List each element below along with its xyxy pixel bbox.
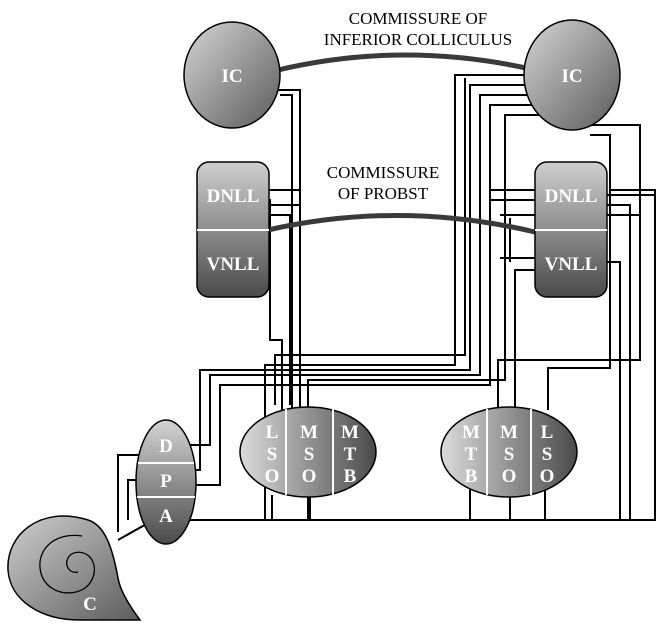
wire-right-mso-ll bbox=[514, 269, 535, 410]
right-mtb-label: M T B bbox=[462, 422, 480, 487]
cn-posteroventral-label: P bbox=[160, 471, 172, 492]
cn-anteroventral-label: A bbox=[159, 506, 173, 527]
wire-right-mso-up bbox=[497, 124, 641, 410]
cochlea: C bbox=[7, 515, 142, 621]
left-mtb-label: M T B bbox=[341, 422, 359, 487]
right-mso-label: M S O bbox=[500, 422, 518, 487]
wire-cn-ventral-bottom bbox=[186, 189, 656, 521]
wire-cn-to-right-dnll bbox=[605, 204, 631, 520]
connection-wires bbox=[117, 74, 656, 541]
wire-cn-d-up bbox=[186, 94, 535, 446]
wire-cn-to-right-vnll bbox=[605, 261, 621, 520]
left-superior-olivary-complex: L S O M S O M T B bbox=[239, 406, 377, 498]
wire-cn-p-up bbox=[190, 104, 535, 486]
svg-text:L: L bbox=[541, 422, 554, 443]
cochlea-label: C bbox=[83, 594, 97, 615]
wire-cn-p-2 bbox=[188, 84, 540, 471]
left-mso-label: M S O bbox=[300, 422, 318, 487]
svg-text:S: S bbox=[542, 444, 553, 465]
wire-left-soc-left-ll-2 bbox=[262, 214, 291, 405]
cn-dorsal-label: D bbox=[159, 436, 173, 457]
commissure-ic-label-line1: COMMISSURE OF bbox=[349, 9, 487, 28]
svg-text:B: B bbox=[465, 466, 478, 487]
wire-left-mso-up bbox=[280, 94, 293, 410]
dnll-right-label: DNLL bbox=[545, 186, 598, 207]
svg-text:M: M bbox=[500, 422, 518, 443]
svg-text:T: T bbox=[465, 444, 478, 465]
wire-left-lso-up-2 bbox=[274, 78, 466, 405]
left-lso-label: L S O bbox=[265, 422, 280, 487]
svg-text:S: S bbox=[304, 444, 315, 465]
commissure-ic-label-line2: INFERIOR COLLICULUS bbox=[324, 30, 512, 49]
wire-left-mso-up-2 bbox=[278, 89, 301, 410]
svg-text:M: M bbox=[341, 422, 359, 443]
left-lateral-lemniscus: DNLL VNLL bbox=[196, 161, 270, 298]
svg-text:M: M bbox=[462, 422, 480, 443]
wire-right-lso-up bbox=[547, 134, 611, 410]
ic-right-label: IC bbox=[561, 66, 582, 87]
svg-text:O: O bbox=[265, 466, 280, 487]
svg-text:O: O bbox=[502, 466, 517, 487]
svg-text:T: T bbox=[344, 444, 357, 465]
svg-text:S: S bbox=[267, 444, 278, 465]
svg-text:B: B bbox=[344, 466, 357, 487]
right-superior-olivary-complex: M T B M S O L S O bbox=[440, 406, 578, 498]
right-lateral-lemniscus: DNLL VNLL bbox=[534, 161, 608, 298]
svg-text:M: M bbox=[300, 422, 318, 443]
wire-right-mso-ll-2 bbox=[489, 189, 535, 270]
svg-text:O: O bbox=[540, 466, 555, 487]
svg-text:L: L bbox=[266, 422, 279, 443]
ic-left-label: IC bbox=[221, 66, 242, 87]
svg-text:S: S bbox=[504, 444, 515, 465]
left-inferior-colliculus: IC bbox=[183, 21, 281, 129]
svg-text:O: O bbox=[302, 466, 317, 487]
right-lso-label: L S O bbox=[540, 422, 555, 487]
commissure-probst-label-line1: COMMISSURE bbox=[327, 163, 439, 182]
commissure-inferior-colliculus bbox=[277, 52, 536, 73]
commissure-of-probst bbox=[267, 212, 536, 235]
right-inferior-colliculus: IC bbox=[523, 19, 621, 131]
vnll-right-label: VNLL bbox=[545, 254, 598, 275]
cochlear-nucleus: D P A bbox=[135, 419, 197, 545]
commissure-probst-label-line2: OF PROBST bbox=[338, 184, 429, 203]
dnll-left-label: DNLL bbox=[207, 186, 260, 207]
vnll-left-label: VNLL bbox=[207, 254, 260, 275]
